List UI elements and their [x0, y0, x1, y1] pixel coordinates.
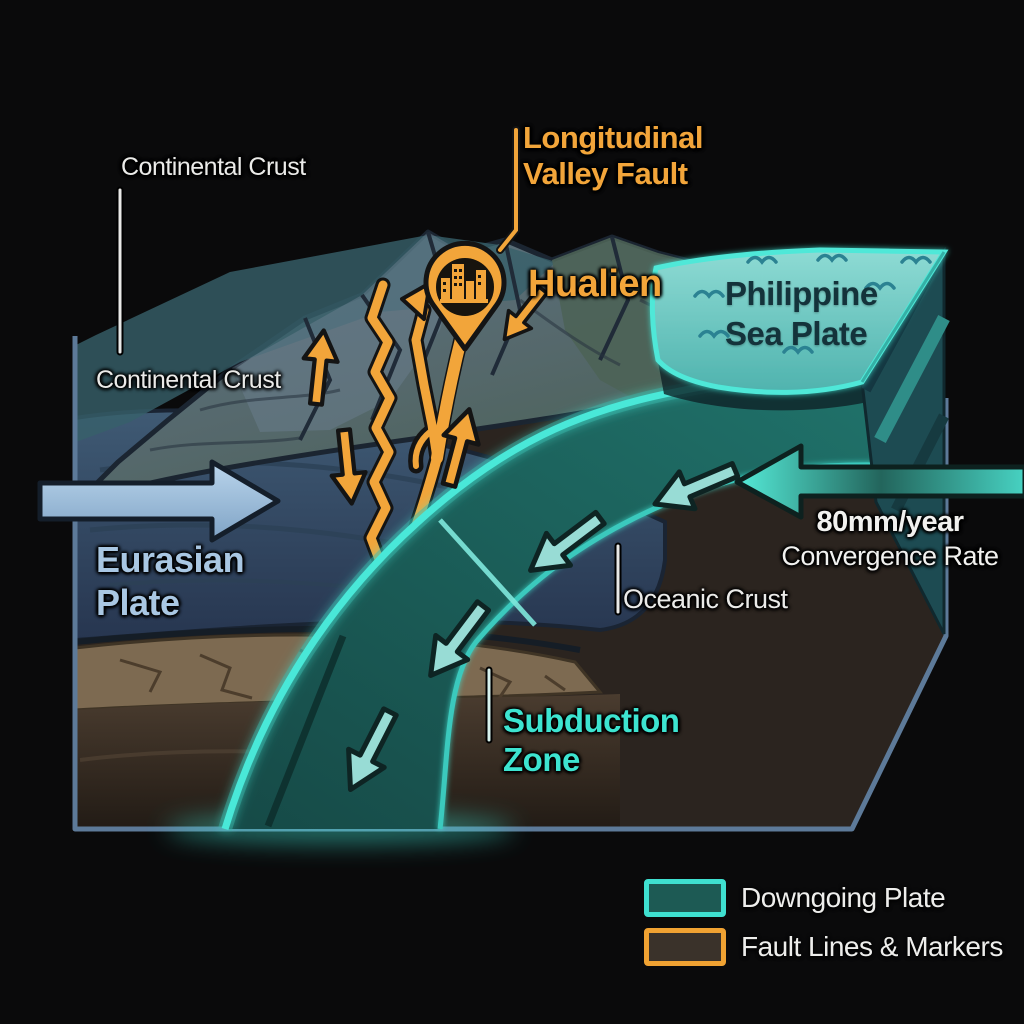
leader-lines: [116, 126, 622, 744]
slab-segment-boundary: [438, 518, 537, 627]
label-continental-crust-lower: Continental Crust: [96, 366, 281, 394]
convergence-rate-caption: Convergence Rate: [781, 541, 999, 571]
legend-row-downgoing-plate: Downgoing Plate: [644, 879, 1003, 917]
fault-label-line1: Longitudinal: [523, 120, 703, 155]
legend-label-fault-lines: Fault Lines & Markers: [741, 931, 1003, 962]
building-windows: [443, 269, 481, 292]
convergence-arrow-icon: [734, 443, 1024, 520]
label-philippine-sea-plate: Philippine Sea Plate: [725, 274, 878, 354]
label-eurasian-plate: Eurasian Plate: [96, 538, 245, 624]
legend-swatch-fault-lines: [644, 928, 726, 966]
fault-uplift-arrowhead: [400, 281, 432, 321]
convergence-rate-value: 80mm/year: [816, 506, 964, 538]
philippine-label-line1: Philippine: [725, 275, 878, 312]
legend-swatch-downgoing-plate: [644, 879, 726, 917]
label-longitudinal-valley-fault: Longitudinal Valley Fault: [523, 120, 703, 192]
label-subduction-zone: Subduction Zone: [503, 701, 680, 779]
fault-label-line2: Valley Fault: [523, 156, 688, 191]
philippine-label-line2: Sea Plate: [725, 315, 868, 352]
label-continental-crust-upper: Continental Crust: [121, 153, 306, 181]
hualien-pin-icon: [423, 240, 507, 352]
philippine-sea-plate-block: [649, 246, 950, 635]
eurasian-label-line1: Eurasian: [96, 539, 245, 580]
legend: Downgoing Plate Fault Lines & Markers: [644, 879, 1003, 966]
eurasian-label-line2: Plate: [96, 582, 180, 623]
plate-underside-shadow: [658, 362, 868, 411]
legend-row-fault-lines: Fault Lines & Markers: [644, 928, 1003, 966]
eurasian-motion-arrow-icon: [37, 459, 281, 543]
subduction-label-line2: Zone: [503, 741, 580, 778]
label-convergence-rate: 80mm/year Convergence Rate: [740, 506, 1024, 572]
legend-label-downgoing-plate: Downgoing Plate: [741, 882, 946, 913]
label-hualien: Hualien: [528, 263, 662, 305]
label-oceanic-crust: Oceanic Crust: [623, 584, 788, 614]
subduction-label-line1: Subduction: [503, 702, 680, 739]
